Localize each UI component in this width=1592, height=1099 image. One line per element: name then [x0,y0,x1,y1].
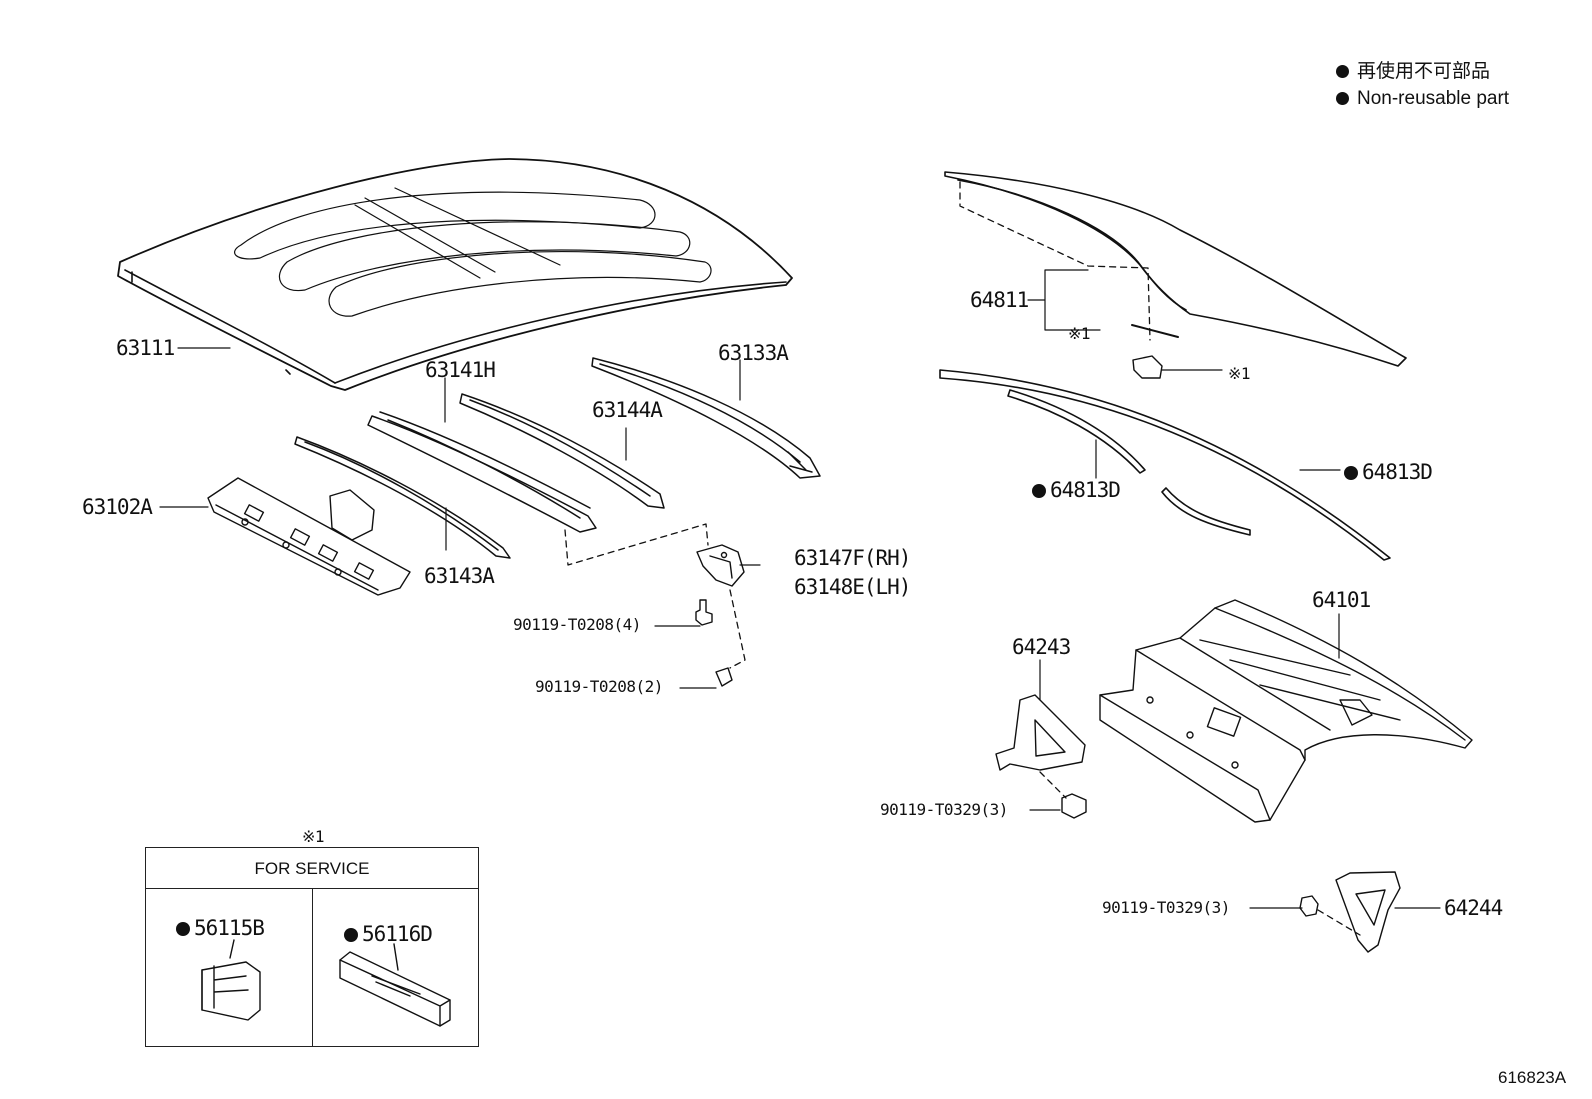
note-mark-1b: ※1 [1228,364,1251,383]
service-part-right-text: 56116D [362,922,433,946]
roof-panel-drawing [117,158,793,391]
legend-row-ja: 再使用不可部品 [1336,62,1490,81]
part-label-64243: 64243 [1012,635,1071,659]
service-note-mark: ※1 [302,827,325,846]
service-parts-drawing [201,939,451,1027]
weatherstrip-drawings [939,369,1391,561]
leader-64813D [1095,439,1341,479]
part-label-64813D-right: 64813D [1344,460,1433,484]
part-label-64813D-left: 64813D [1032,478,1121,502]
spacer-drawing [1131,324,1179,338]
roof-header-drawing [207,477,411,596]
service-divider [312,889,313,1046]
brace-dash [1039,771,1067,799]
part-label-63143A: 63143A [424,564,495,588]
non-reusable-dot-icon [344,928,358,942]
bracket-dash-lines [564,523,746,669]
clip-drawing [1132,355,1163,379]
part-label-bolt-a2: 90119-T0208(2) [535,677,663,696]
part-label-bolt-a4: 90119-T0208(4) [513,615,641,634]
brace-64244-dash [1317,909,1361,936]
service-part-right: 56116D [344,922,433,946]
non-reusable-dot-icon [1032,484,1046,498]
bracket-drawing [695,544,745,687]
brace-64243-drawing [995,694,1087,819]
part-label-64244: 64244 [1444,896,1503,920]
service-part-left: 56115B [176,916,265,940]
part-label-63147F: 63147F(RH) [794,546,911,570]
service-part-left-text: 56115B [194,916,265,940]
glass-dash-lines [959,181,1151,341]
figure-id: 616823A [1498,1068,1567,1087]
part-label-63111: 63111 [116,336,175,360]
legend-row-en: Non-reusable part [1336,89,1509,108]
part-label-64813D-right-text: 64813D [1362,460,1433,484]
part-label-bolt-b1: 90119-T0329(3) [880,800,1008,819]
part-label-63102A: 63102A [82,495,153,519]
non-reusable-dot-icon [176,922,190,936]
legend-ja-label: 再使用不可部品 [1357,61,1491,82]
part-label-64101: 64101 [1312,588,1371,612]
part-label-63133A: 63133A [718,341,789,365]
non-reusable-dot-icon [1336,92,1349,105]
part-label-63141H: 63141H [425,358,496,382]
part-label-64811: 64811 [970,288,1029,312]
part-label-63148E: 63148E(LH) [794,575,911,599]
legend-en-label: Non-reusable part [1357,88,1510,109]
part-label-64813D-left-text: 64813D [1050,478,1121,502]
part-label-bolt-b2: 90119-T0329(3) [1102,898,1230,917]
part-label-63144A: 63144A [592,398,663,422]
service-box: FOR SERVICE [145,847,479,1047]
roof-reinforcement-drawings [294,357,821,559]
package-tray-drawing [1099,599,1473,823]
leader-64811 [1027,269,1101,331]
non-reusable-dot-icon [1336,65,1349,78]
service-title: FOR SERVICE [146,848,478,889]
non-reusable-dot-icon [1344,466,1358,480]
leader-64243 [1029,659,1061,811]
leader-lines-left [159,347,761,689]
brace-64244-drawing [1299,871,1401,953]
back-glass-drawing [944,171,1407,367]
note-mark-1a: ※1 [1068,324,1091,343]
